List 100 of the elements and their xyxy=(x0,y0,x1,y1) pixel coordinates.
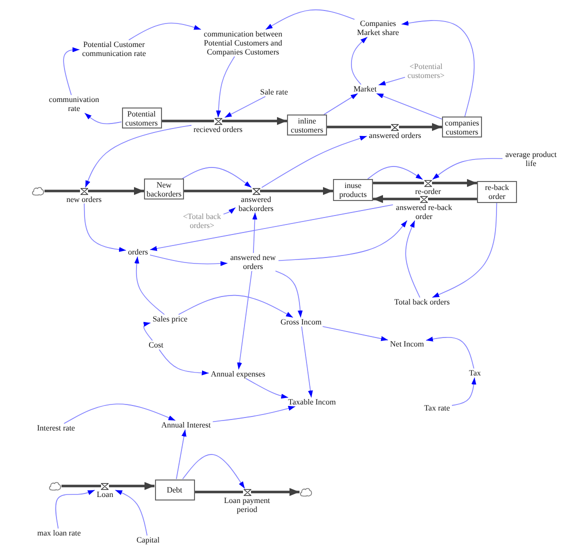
link-arrow xyxy=(376,93,442,120)
variable-label: Total back orders xyxy=(392,298,452,306)
flow-pipe xyxy=(373,182,424,184)
flow-pipe xyxy=(327,126,391,128)
link-arrow xyxy=(178,294,294,318)
link-arrow xyxy=(176,429,186,480)
link-arrow xyxy=(432,158,503,180)
flow-pipe xyxy=(184,190,252,192)
flow-variable xyxy=(94,482,116,498)
flow-label: recieved orders xyxy=(192,124,244,134)
link-arrow xyxy=(84,124,192,188)
flow-variable xyxy=(222,488,272,514)
variable-label: Net Incom xyxy=(388,340,426,348)
link-arrow xyxy=(452,377,476,406)
link-arrow xyxy=(150,254,228,266)
flow-variable xyxy=(366,124,424,140)
variable-label: Annual expenses xyxy=(208,370,268,378)
flow-pipe xyxy=(88,187,144,195)
link-arrow xyxy=(301,326,313,398)
link-arrow xyxy=(182,454,246,489)
link-arrow xyxy=(182,167,252,188)
stock-label: companies customers xyxy=(444,118,480,136)
variable-label: Sale rate xyxy=(258,88,290,96)
variable-label: Sales price xyxy=(150,314,190,324)
variable-label: Tax xyxy=(467,368,483,378)
link-arrow xyxy=(322,326,388,342)
variable-label: Companies Market share xyxy=(354,19,402,37)
variable-label: Gross Incom xyxy=(278,318,324,326)
variable-label: Annual Interest xyxy=(159,420,213,430)
flow-pipe xyxy=(222,117,287,125)
flow-variable xyxy=(64,188,104,204)
cloud-icon xyxy=(300,488,312,496)
stock-box xyxy=(477,181,517,203)
link-arrow xyxy=(55,490,96,529)
stock-box xyxy=(333,179,373,201)
stock-label: Potential customers xyxy=(124,109,158,127)
flow-label: answered orders xyxy=(368,130,422,140)
variable-label: communication between Potential Customers and Companies Customers xyxy=(201,30,285,56)
flow-pipe xyxy=(62,484,101,488)
link-arrow xyxy=(401,20,475,117)
link-arrow xyxy=(216,56,236,118)
link-arrow xyxy=(134,256,165,315)
link-arrow xyxy=(278,220,408,261)
flow-pipe xyxy=(373,195,420,203)
variable-label: Taxable Incom xyxy=(286,398,338,406)
variable-label: average product life xyxy=(502,150,560,168)
flow-pipe xyxy=(44,190,80,192)
stock-label: Debt xyxy=(166,485,183,494)
link-arrow xyxy=(405,220,420,298)
link-arrow xyxy=(246,378,289,399)
link-arrow xyxy=(275,270,303,318)
flow-label: Loan xyxy=(96,490,114,498)
variable-label: Market xyxy=(351,84,379,94)
variable-label: Tax rate xyxy=(422,404,452,412)
stock-label: New backorders xyxy=(146,180,182,198)
link-arrow xyxy=(64,404,176,424)
variable-label: max loan rate xyxy=(35,528,83,538)
flow-pipe xyxy=(194,490,243,494)
variable-label: Potential Customer communication rate xyxy=(80,40,148,58)
link-arrow xyxy=(150,204,394,251)
link-arrow xyxy=(158,349,210,376)
link-arrow xyxy=(432,202,498,298)
flow-pipe xyxy=(432,179,477,187)
variable-label: Cost xyxy=(146,340,166,350)
stock-label: re-back order xyxy=(484,183,510,201)
flow-pipe xyxy=(399,123,442,131)
link-arrow xyxy=(237,270,252,370)
link-arrow xyxy=(84,203,126,252)
stock-label: inline customers xyxy=(290,116,324,134)
flow-pipe xyxy=(428,198,477,200)
flow-pipe xyxy=(251,488,300,496)
variable-label: Interest rate xyxy=(35,424,77,432)
link-arrow xyxy=(252,212,258,254)
link-arrow xyxy=(426,336,474,369)
stock-label: inuse products xyxy=(338,181,368,199)
flow-label: new orders xyxy=(65,194,103,204)
link-arrow xyxy=(224,96,266,118)
cloud-icon xyxy=(32,186,44,196)
variable-label: answered new orders xyxy=(228,253,278,271)
cloud-icon xyxy=(48,482,62,490)
flow-variable xyxy=(393,196,455,220)
variable-label: <Potential customers> xyxy=(405,62,447,80)
variable-label: communivation rate xyxy=(46,95,102,113)
link-arrow xyxy=(367,166,424,180)
flow-label: answered backorders xyxy=(237,194,275,212)
link-arrow xyxy=(63,47,80,96)
stock-box xyxy=(154,479,194,500)
link-arrow xyxy=(128,22,202,40)
link-arrow xyxy=(351,36,368,85)
link-arrow xyxy=(261,136,368,188)
flow-pipe xyxy=(162,120,214,122)
link-arrow xyxy=(265,9,355,30)
flow-variable xyxy=(236,188,276,212)
flow-variable xyxy=(413,180,443,196)
variable-label: orders xyxy=(126,248,150,256)
link-arrow xyxy=(324,93,358,115)
flow-label: Loan payment period xyxy=(223,496,271,514)
flow-pipe xyxy=(109,482,154,490)
variable-label: <Total back orders> xyxy=(180,212,224,230)
link-arrow xyxy=(114,490,148,536)
